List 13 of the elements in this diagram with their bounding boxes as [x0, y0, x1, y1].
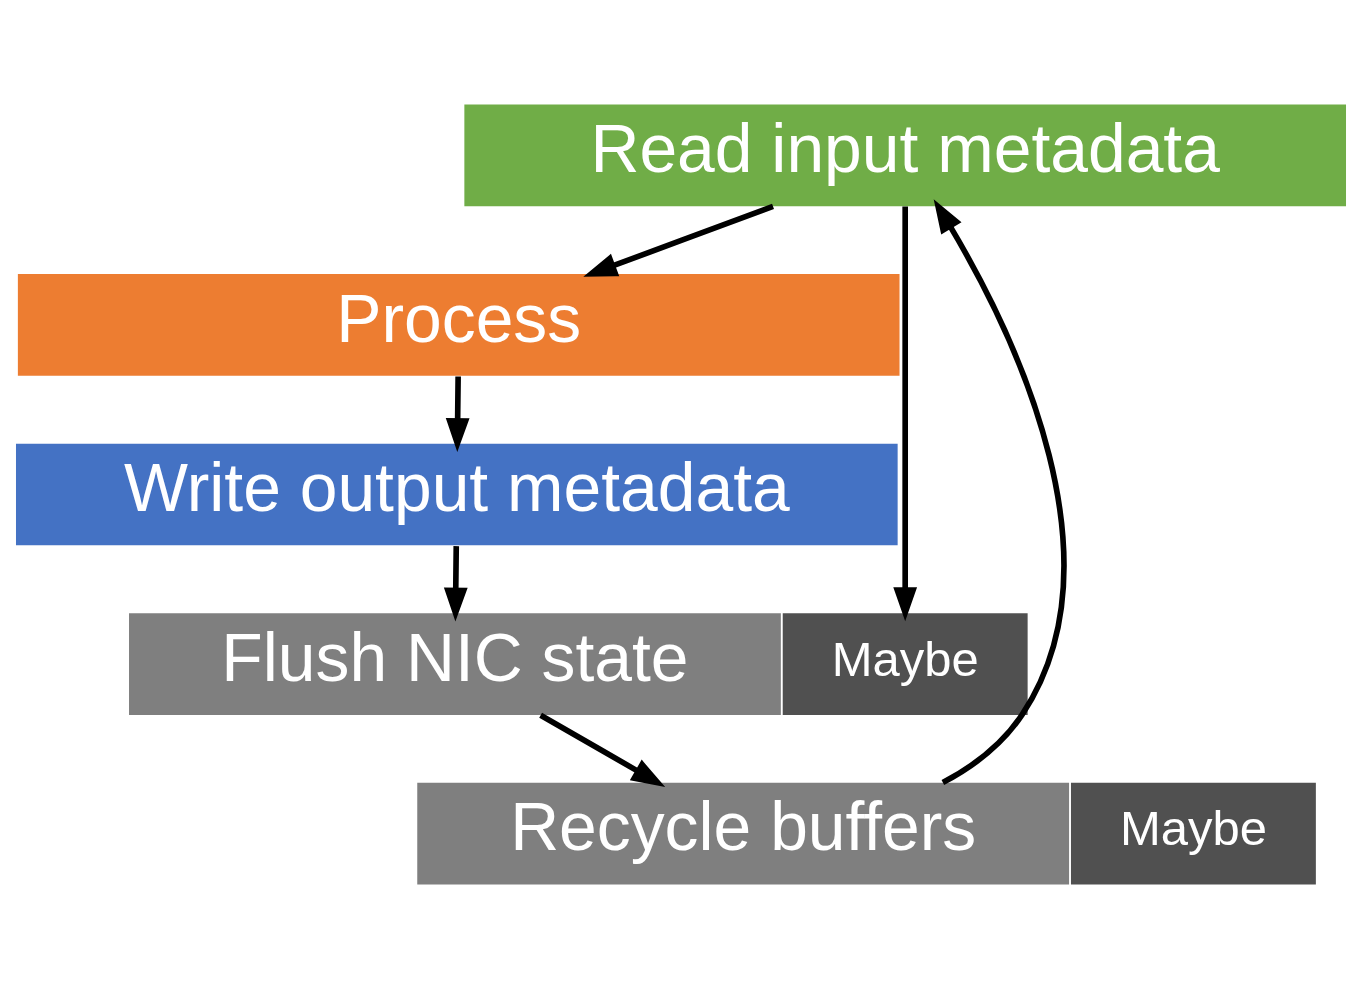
arrow — [583, 203, 774, 277]
node-box: Process — [17, 273, 900, 376]
arrow — [445, 376, 470, 452]
arrow — [933, 198, 1067, 785]
node-box: Recycle buffers — [417, 782, 1070, 884]
node-box: Maybe — [782, 612, 1028, 715]
arrow — [893, 206, 918, 621]
arrow — [443, 545, 468, 622]
node-box: Write output metadata — [16, 443, 898, 545]
arrow — [539, 712, 666, 787]
node-box: Read input metadata — [464, 104, 1346, 206]
node-box: Flush NIC state — [129, 612, 781, 715]
node-box: Maybe — [1070, 782, 1316, 884]
